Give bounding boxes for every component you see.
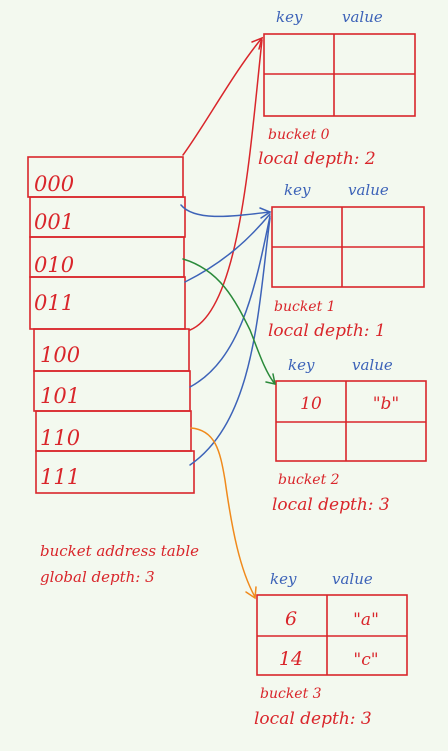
bucket-address-table [27, 156, 195, 494]
bucket-0: key value bucket 0 local depth: 2 [258, 8, 416, 169]
pointer-101-to-bucket-1 [189, 215, 271, 388]
bucket-3-key-header: key [270, 570, 297, 588]
pointer-100-to-bucket-0 [189, 39, 263, 331]
pointer-110-to-bucket-3 [190, 427, 256, 598]
bucket-3-label: bucket 3 [260, 686, 322, 702]
table-entry-labels: 000 001 010 011 100 101 110 111 [34, 172, 80, 489]
bucket-1-value-header: value [348, 181, 389, 199]
directory-pointers [180, 36, 276, 600]
pointer-010-to-bucket-2 [182, 258, 276, 385]
bucket-3-row-2-key: 14 [279, 648, 303, 670]
bucket-1-label: bucket 1 [274, 299, 336, 315]
arrowhead-bucket-3 [245, 586, 257, 600]
table-entry-101: 101 [40, 384, 80, 408]
bucket-3-row-1-key: 6 [285, 608, 297, 630]
table-cell-7 [35, 450, 195, 494]
bucket-2-local-depth: local depth: 3 [272, 495, 390, 515]
bucket-0-label: bucket 0 [268, 127, 330, 143]
bucket-2-value-header: value [352, 356, 393, 374]
arrowhead-bucket-1 [259, 207, 272, 219]
bucket-0-box [263, 33, 416, 117]
bucket-1-key-header: key [284, 181, 311, 199]
bucket-0-value-header: value [342, 8, 383, 26]
bucket-2-label: bucket 2 [278, 472, 340, 488]
bucket-1: key value bucket 1 local depth: 1 [268, 181, 425, 341]
arrowhead-bucket-0 [251, 36, 264, 50]
bucket-2-row-1-value: "b" [373, 394, 400, 414]
pointer-001-to-bucket-1 [180, 204, 271, 218]
bucket-3-local-depth: local depth: 3 [254, 709, 372, 729]
bucket-0-key-header: key [276, 8, 303, 26]
bucket-2-box [275, 380, 427, 462]
global-depth-label: global depth: 3 [40, 568, 155, 586]
table-entry-110: 110 [40, 426, 80, 450]
table-entry-010: 010 [34, 253, 74, 277]
bucket-3-box [256, 594, 408, 676]
arrowhead-bucket-2 [265, 373, 276, 385]
bucket-2-row-1-key: 10 [300, 394, 322, 414]
table-entry-100: 100 [40, 343, 80, 367]
table-entry-011: 011 [34, 291, 74, 315]
pointer-111-to-bucket-1 [189, 217, 271, 466]
table-entry-001: 001 [34, 210, 74, 234]
bucket-2-key-header: key [288, 356, 315, 374]
table-entry-000: 000 [34, 172, 74, 196]
pointer-011-to-bucket-1 [184, 213, 271, 283]
bucket-3-value-header: value [332, 570, 373, 588]
bucket-2: key value 10 "b" bucket 2 local depth: 3 [272, 356, 427, 515]
table-caption: bucket address table [40, 542, 199, 560]
table-entry-111: 111 [40, 465, 80, 489]
bucket-3: key value 6 "a" 14 "c" bucket 3 local de… [254, 570, 408, 729]
bucket-3-row-2-value: "c" [353, 650, 378, 670]
pointer-000-to-bucket-0 [182, 37, 263, 156]
bucket-0-local-depth: local depth: 2 [258, 149, 376, 169]
bucket-3-row-1-value: "a" [353, 610, 379, 630]
bucket-1-local-depth: local depth: 1 [268, 321, 386, 341]
